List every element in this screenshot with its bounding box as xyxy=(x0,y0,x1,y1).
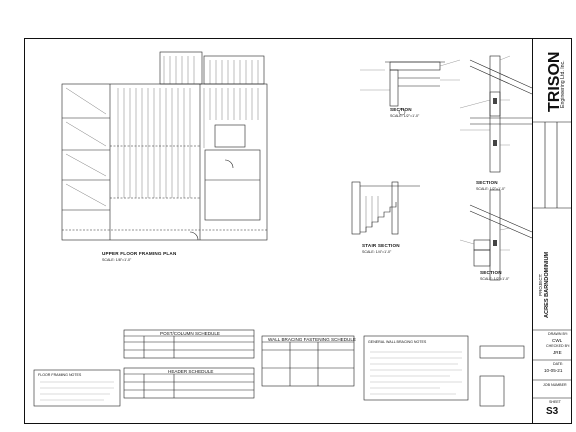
stair-section-title: STAIR SECTION xyxy=(362,243,400,248)
sheet-label: SHEET xyxy=(549,400,561,404)
drawing-sheet-border xyxy=(24,38,572,424)
checked-by-value: JRE xyxy=(553,350,562,355)
post-column-schedule-title: POST/COLUMN SCHEDULE xyxy=(160,331,220,336)
section-a-scale: SCALE: 1/2"=1'-0" xyxy=(390,114,420,118)
section-c-title: SECTION xyxy=(480,270,502,275)
section-b-title: SECTION xyxy=(476,180,498,185)
project-label: PROJECT: xyxy=(538,273,543,296)
header-schedule-title: HEADER SCHEDULE xyxy=(168,369,214,374)
drawn-by-value: CWL xyxy=(552,338,563,343)
project-name: ACRES BARNDOMINIUM xyxy=(544,251,550,318)
stair-section-scale: SCALE: 1/4"=1'-0" xyxy=(362,250,392,254)
date-value: 10-05-21 xyxy=(544,368,563,373)
section-c-scale: SCALE: 1/2"=1'-0" xyxy=(480,277,510,281)
plan-scale: SCALE: 1/8"=1'-0" xyxy=(102,258,132,262)
plan-title: UPPER FLOOR FRAMING PLAN xyxy=(102,251,177,256)
sheet-number: S3 xyxy=(546,406,559,417)
job-number-label: JOB NUMBER xyxy=(543,383,567,387)
title-block xyxy=(532,38,572,424)
floor-framing-notes-title: FLOOR FRAMING NOTES xyxy=(38,373,82,377)
general-wall-bracing-notes-title: GENERAL WALL BRACING NOTES xyxy=(368,340,427,344)
drawn-by-label: DRAWN BY: xyxy=(548,332,569,336)
company-subtitle: Engineering Ltd. Inc. xyxy=(560,60,566,108)
section-a-title: SECTION xyxy=(390,107,412,112)
wall-bracing-schedule-title: WALL BRACING FASTENING SCHEDULE xyxy=(268,337,356,342)
date-label: DATE: xyxy=(553,362,564,366)
section-b-scale: SCALE: 1/2"=1'-0" xyxy=(476,187,506,191)
checked-by-label: CHECKED BY: xyxy=(546,344,571,348)
